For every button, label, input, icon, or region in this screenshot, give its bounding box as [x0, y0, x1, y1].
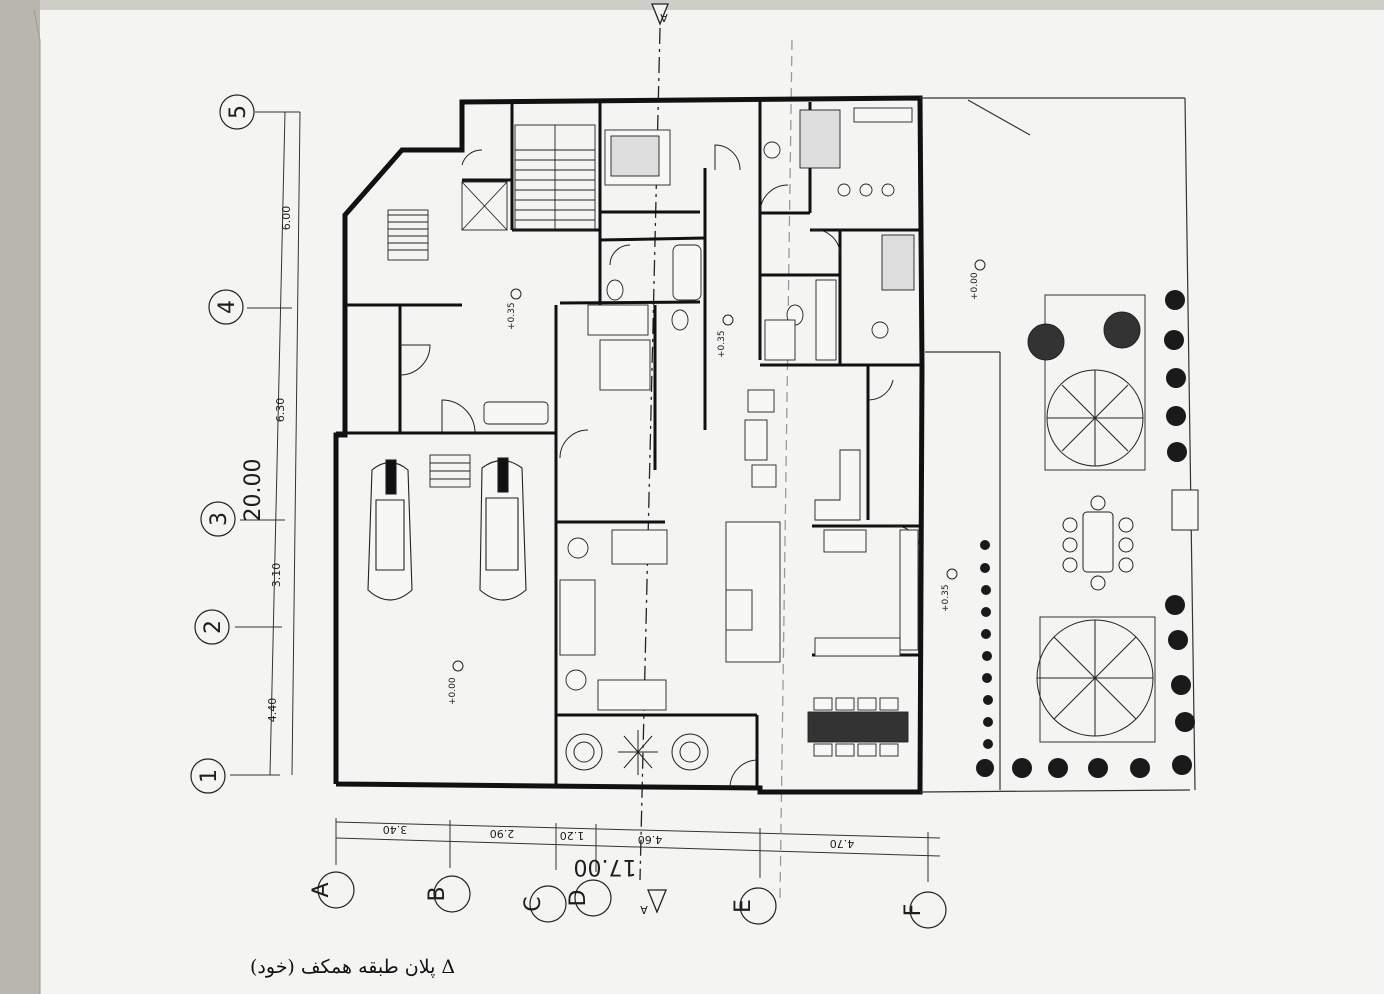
level-kitchen: +0.35: [941, 584, 951, 612]
section-mark-bottom-label: A: [640, 903, 648, 916]
toilet-2: [671, 309, 689, 331]
grid-bubble-col-d: D: [566, 879, 612, 917]
car-left: [367, 459, 413, 601]
yard-pool-frame: [1039, 294, 1156, 743]
grid-bubble-col-e: E: [731, 887, 777, 925]
overall-horizontal-dimension: 17.00: [574, 854, 637, 879]
living-sofa-1: [559, 579, 596, 656]
svg-text:E: E: [731, 899, 756, 913]
level-marker-garage-icon: [452, 660, 464, 672]
level-markers: [452, 259, 986, 672]
grid-row-bubbles: 1 2 3 4 5: [190, 94, 255, 794]
interior-planters: [565, 730, 709, 775]
section-arrow-bottom: [647, 889, 667, 914]
bathtub: [672, 244, 702, 301]
level-marker-lobby-icon: [510, 288, 522, 300]
door-swings: [399, 144, 921, 789]
svg-text:3: 3: [207, 512, 232, 526]
exterior-walls: [333, 95, 925, 795]
bed-2: [881, 234, 915, 291]
interior-furniture: [483, 107, 919, 757]
garage-cars: [367, 457, 527, 601]
svg-text:2: 2: [201, 620, 226, 634]
paper-curl-shadow: [0, 0, 40, 994]
grid-column-bubbles: A B C D E F: [309, 871, 947, 929]
level-yard: +0.00: [970, 272, 980, 300]
yard-shrubs: [976, 290, 1195, 778]
section-line-a: [639, 3, 793, 914]
shower: [764, 319, 796, 361]
vertical-segment-2: 3.10: [270, 563, 283, 588]
horizontal-segment-3: 1.20: [560, 829, 585, 842]
paper-edge: [33, 9, 41, 994]
level-marker-yard-icon: [974, 259, 986, 271]
wardrobe-2: [815, 279, 837, 361]
wardrobe-1: [853, 107, 913, 123]
car-right: [479, 457, 527, 601]
grid-bubble-row-3: 3: [200, 501, 236, 537]
grid-bubble-row-5: 5: [219, 94, 255, 130]
grid-bubble-col-b: B: [425, 875, 471, 913]
horizontal-segment-1: 3.40: [383, 823, 408, 836]
living-sofa-3: [597, 679, 667, 711]
section-mark-top-label: A: [660, 11, 668, 24]
horizontal-segment-4: 4.60: [638, 833, 663, 846]
vertical-dimension-chain: [230, 111, 301, 776]
level-garage: +0.00: [448, 677, 458, 705]
svg-text:D: D: [566, 890, 591, 907]
kitchen-counter: [899, 529, 919, 651]
yard-boundary: [919, 97, 1196, 793]
paper-sheet: [34, 10, 1384, 994]
horizontal-segment-2: 2.90: [490, 827, 515, 840]
level-lobby: +0.35: [507, 302, 517, 330]
svg-text:1: 1: [197, 769, 222, 783]
svg-text:4: 4: [215, 300, 240, 314]
grid-bubble-row-4: 4: [208, 289, 244, 325]
lobby-sofa: [483, 401, 549, 425]
vertical-segment-1: 4.40: [266, 698, 279, 723]
svg-text:A: A: [309, 882, 334, 897]
level-marker-kitchen-icon: [946, 568, 958, 580]
living-sofa-2: [611, 529, 668, 565]
vertical-segment-4: 6.00: [280, 206, 293, 231]
grid-bubble-col-a: A: [309, 871, 355, 909]
grid-bubble-col-c: C: [521, 885, 567, 923]
yard-trees: [1027, 311, 1154, 737]
horizontal-dimension-chain: [335, 818, 941, 882]
overall-vertical-dimension: 20.00: [241, 459, 266, 522]
yard-dining-set: [1062, 489, 1199, 591]
svg-text:F: F: [901, 904, 926, 917]
dining-table: [807, 711, 909, 743]
section-arrow-top: [651, 3, 669, 26]
svg-text:B: B: [425, 886, 450, 901]
interior-walls: [336, 100, 922, 788]
svg-text:C: C: [521, 896, 546, 911]
grid-bubble-col-f: F: [901, 891, 947, 929]
toilet-1: [606, 279, 624, 301]
grid-bubble-row-2: 2: [194, 609, 230, 645]
svg-text:5: 5: [226, 105, 251, 119]
level-marker-hall-icon: [722, 314, 734, 326]
sheet-title: Δ پلان طبقه همکف (خود): [250, 956, 455, 978]
vertical-segment-3: 6.30: [274, 398, 287, 423]
level-hall: +0.35: [717, 330, 727, 358]
horizontal-segment-5: 4.70: [830, 837, 855, 850]
bed-1: [799, 109, 841, 169]
grid-bubble-row-1: 1: [190, 758, 226, 794]
main-staircase: [387, 124, 596, 488]
